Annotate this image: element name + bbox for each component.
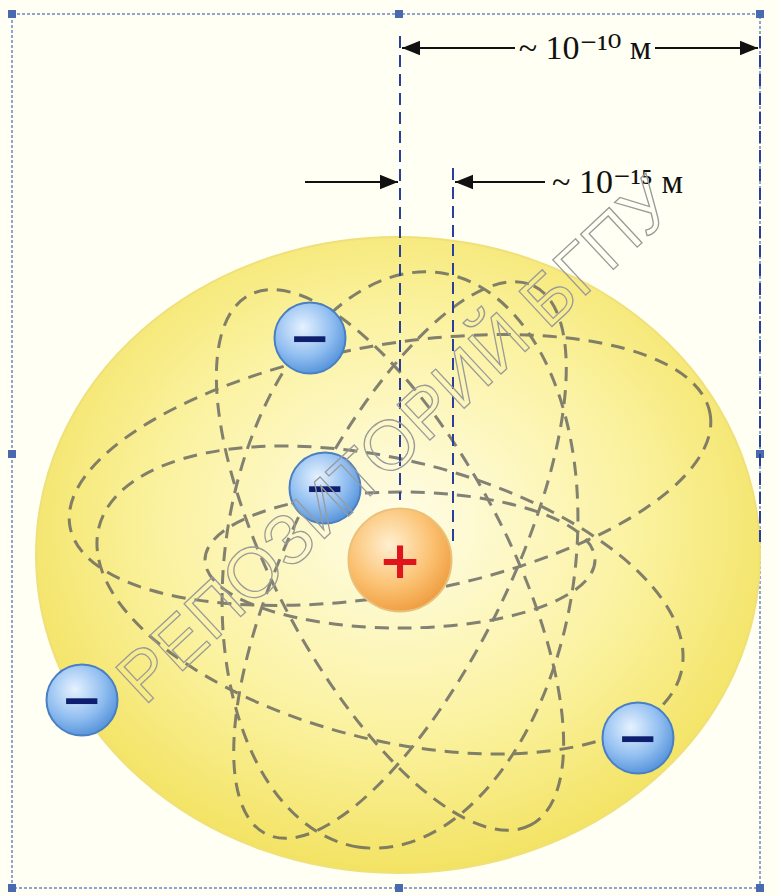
- charge-sign: −: [617, 713, 659, 763]
- charge-sign: −: [289, 313, 331, 363]
- electron-cloud: [36, 237, 760, 873]
- frame: [12, 14, 760, 888]
- dimension-arrows: [305, 48, 758, 182]
- electron: −: [45, 663, 119, 737]
- electron: −: [601, 701, 675, 775]
- charge-sign: −: [61, 675, 103, 725]
- frame-handles: [8, 10, 764, 892]
- electron: −: [273, 301, 347, 375]
- dimension-label: ~ 10⁻¹⁰ м: [515, 29, 656, 66]
- orbits: [48, 238, 732, 883]
- charge-sign: +: [378, 534, 422, 586]
